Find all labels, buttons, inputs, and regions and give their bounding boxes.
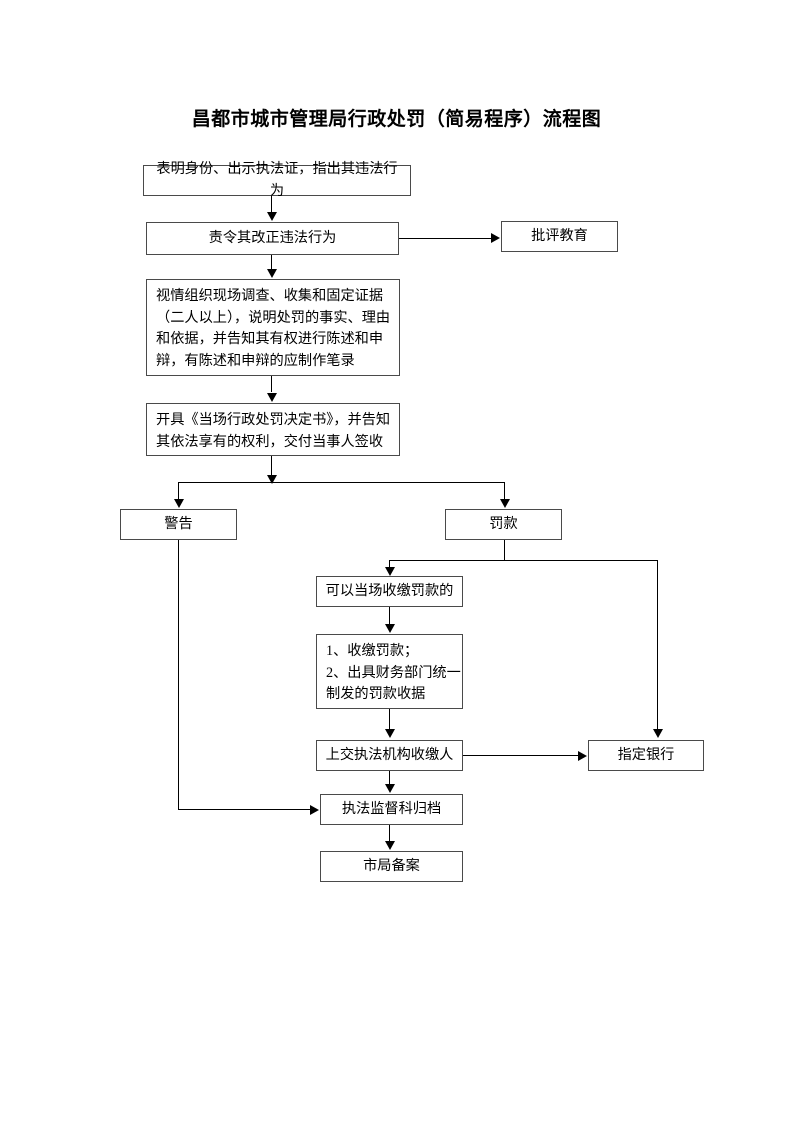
node-investigate: 视情组织现场调查、收集和固定证据 （二人以上），说明处罚的事实、理由 和依据，并… [146,279,400,376]
connector-submit-to-bank [463,755,578,757]
connector-branch-bus [178,482,505,484]
node-investigate-line-1: 视情组织现场调查、收集和固定证据 [156,288,384,304]
connector-order-to-investigate [271,255,273,270]
node-issue-decision: 开具《当场行政处罚决定书》，并告知 其依法享有的权利，交付当事人签收 [146,403,400,456]
node-onsite-collect: 可以当场收缴罚款的 [316,576,463,607]
node-fine: 罚款 [445,509,562,540]
connector-onsite-to-steps [389,607,391,625]
connector-bus-to-warning [178,482,180,499]
node-collect-steps-line-1: 1、收缴罚款； [326,643,419,659]
connector-bus-to-onsite [389,560,391,569]
arrowhead-designated-bank-left [578,751,587,761]
arrowhead-supervision-archive-top [385,784,395,793]
arrowhead-order-correction [267,212,277,221]
node-collect-steps-line-3: 制发的罚款收据 [326,686,426,703]
node-investigate-line-4: 辩，有陈述和申辩的应制作笔录 [156,352,355,369]
arrowhead-onsite-collect [385,567,395,576]
node-submit-collector: 上交执法机构收缴人 [316,740,463,771]
connector-archive-to-filing [389,825,391,842]
arrowhead-warning [174,499,184,508]
connector-decision-to-bus [271,456,273,482]
connector-warning-down [178,540,180,810]
arrowhead-submit-collector [385,729,395,738]
node-issue-decision-line-1: 开具《当场行政处罚决定书》，并告知 [156,412,391,428]
node-collect-steps-line-2: 2、出具财务部门统一 [326,664,461,681]
connector-submit-to-archive [389,771,391,785]
connector-bus-to-fine [504,482,506,499]
node-bureau-filing: 市局备案 [320,851,463,882]
arrowhead-collect-steps [385,624,395,633]
arrowhead-decision-bus [267,475,277,484]
arrowhead-bureau-filing [385,841,395,850]
arrowhead-criticism-education [491,233,500,243]
node-order-correction: 责令其改正违法行为 [146,222,399,255]
connector-warning-to-archive [178,809,310,811]
page-title: 昌都市城市管理局行政处罚（简易程序）流程图 [191,109,602,130]
arrowhead-fine [500,499,510,508]
node-investigate-line-3: 和依据，并告知其有权进行陈述和申 [156,331,384,348]
node-designated-bank: 指定银行 [588,740,704,771]
arrowhead-designated-bank-top [653,729,663,738]
node-identify: 表明身份、出示执法证，指出其违法行为 [143,161,411,199]
connector-identify-to-order [271,196,273,213]
node-collect-steps: 1、收缴罚款； 2、出具财务部门统一 制发的罚款收据 [316,634,463,709]
node-issue-decision-line-2: 其依法享有的权利，交付当事人签收 [156,433,384,450]
arrowhead-issue-decision [267,393,277,402]
arrowhead-supervision-archive-left [310,805,319,815]
node-criticism-education: 批评教育 [501,221,618,252]
connector-fine-down [504,540,506,561]
connector-steps-to-submit [389,709,391,731]
connector-order-to-criticism [399,238,491,240]
node-warning: 警告 [120,509,237,540]
node-investigate-line-2: （二人以上），说明处罚的事实、理由 [156,309,391,326]
connector-fine-bus [389,560,658,562]
connector-bus-to-bank [657,560,659,730]
arrowhead-investigate [267,269,277,278]
node-supervision-archive: 执法监督科归档 [320,794,463,825]
connector-investigate-to-decision [271,376,273,392]
